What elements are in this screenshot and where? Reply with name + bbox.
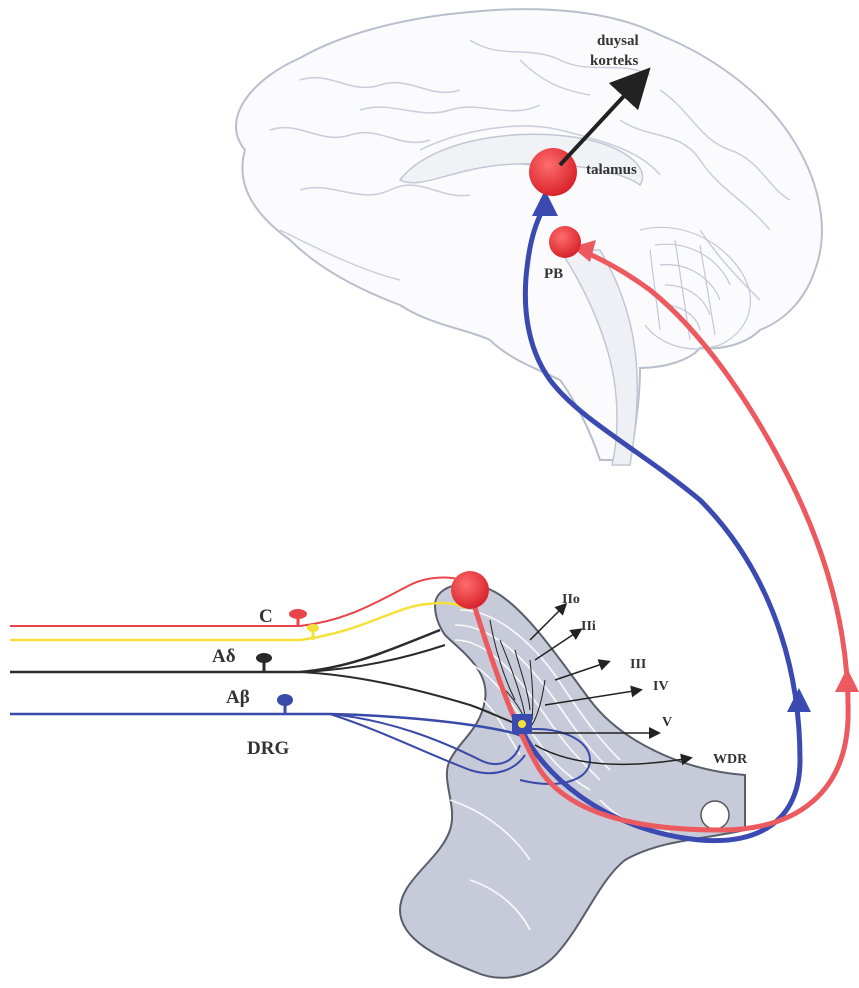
c-fiber-red-line	[10, 578, 470, 627]
label-lamina-v: V	[662, 715, 672, 730]
adelta-fiber	[10, 630, 520, 725]
label-cortex-line2: korteks	[590, 53, 638, 69]
label-drg: DRG	[247, 738, 289, 759]
adelta-cell-body	[256, 653, 272, 663]
abeta-fiber-line	[10, 714, 525, 738]
c-fiber-cell-body	[289, 609, 307, 619]
brain	[236, 9, 822, 465]
label-adelta-fiber: Aδ	[212, 646, 236, 667]
label-abeta-fiber: Aβ	[226, 687, 250, 708]
label-pb: PB	[544, 266, 563, 282]
label-lamina-iio: IIo	[562, 592, 580, 607]
blue-arrowhead-cord	[787, 688, 811, 712]
label-lamina-iii-inner: IIi	[581, 619, 596, 634]
arrow-iio	[530, 605, 565, 640]
wdr-neuron-marker	[518, 720, 526, 728]
central-canal	[701, 801, 729, 829]
adelta-branch-1	[300, 645, 445, 672]
red-arrowhead-cord	[835, 668, 859, 692]
dorsal-horn-neuron-red	[451, 571, 489, 609]
label-thalamus: talamus	[586, 162, 637, 178]
abeta-cell-body	[277, 694, 293, 706]
c-fiber	[10, 578, 470, 641]
label-lamina-iv: IV	[653, 679, 669, 694]
label-c-fiber: C	[259, 606, 273, 627]
c-fiber-yellow-cell-body	[307, 624, 319, 632]
label-cortex-line1: duysal	[597, 33, 639, 49]
c-fiber-yellow-line	[10, 603, 465, 640]
label-wdr: WDR	[713, 752, 748, 767]
label-lamina-iii: III	[630, 657, 646, 672]
brain-outline	[236, 9, 822, 460]
pb-nucleus	[549, 226, 581, 258]
